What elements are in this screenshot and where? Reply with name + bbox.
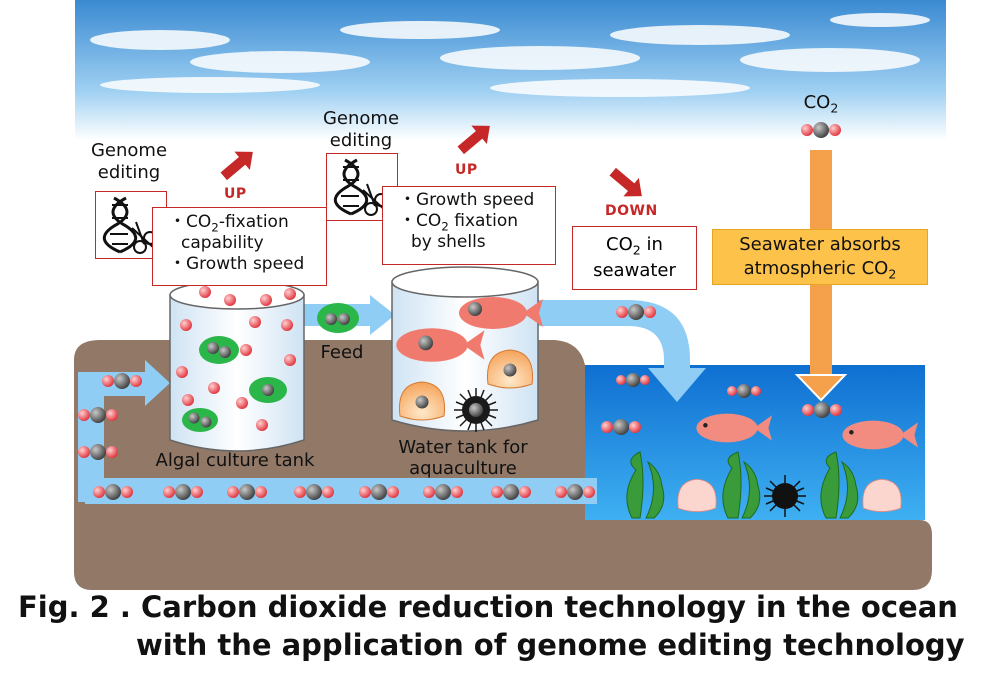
water-tank-label-line2: aquaculture: [409, 458, 517, 479]
oxygen-atoms-algal-tank: [176, 286, 296, 431]
effect-item: capability: [181, 233, 264, 253]
algae-cells: [182, 303, 359, 432]
figure-caption: Fig. 2 . Carbon dioxide reduction techno…: [18, 588, 988, 664]
co2-in-seawater-line2: seawater: [593, 260, 676, 281]
atmospheric-co2-label: CO2: [803, 92, 839, 116]
seaweed: [626, 451, 859, 519]
effect-box-aquaculture: ・Growth speed ・CO2 fixation by shells: [382, 186, 556, 265]
up-label-1: UP: [224, 186, 247, 202]
effect-item: ・CO2-fixation: [169, 212, 289, 235]
down-label: DOWN: [605, 203, 658, 219]
callout-line1: Seawater absorbs: [739, 234, 901, 255]
effect-item: ・Growth speed: [169, 254, 305, 274]
caption-line1: Fig. 2 . Carbon dioxide reduction techno…: [18, 590, 958, 624]
callout-line2: atmospheric CO2: [743, 258, 897, 282]
feed-label: Feed: [320, 342, 364, 363]
sky: [75, 0, 946, 140]
co2-molecules: [78, 122, 842, 500]
effect-item: ・CO2 fixation: [399, 211, 518, 234]
water-tank-label: Water tank for aquaculture: [388, 437, 538, 479]
effect-box-algae: ・CO2-fixation capability ・Growth speed: [152, 207, 327, 286]
caption-line2: with the application of genome editing t…: [136, 628, 965, 662]
algal-culture-tank-label: Algal culture tank: [155, 450, 315, 471]
genome-editing-label-1: Genome editing: [90, 140, 168, 183]
up-arrow-2: [457, 125, 490, 155]
up-arrow-1: [220, 151, 253, 181]
clouds: [90, 13, 930, 97]
sea-urchins: [454, 388, 806, 517]
effect-item: ・Growth speed: [399, 190, 535, 210]
water-tank-label-line1: Water tank for: [398, 437, 528, 458]
seawater-absorbs-callout: Seawater absorbs atmospheric CO2: [712, 229, 928, 285]
red-sea-bream-fish: [396, 297, 918, 450]
down-arrow: [609, 167, 642, 197]
genome-editing-label-2: Genome editing: [322, 108, 400, 151]
effect-item: by shells: [411, 232, 486, 252]
up-label-2: UP: [455, 162, 478, 178]
co2-in-seawater-line1: CO2 in: [606, 234, 663, 258]
co2-in-seawater-box: CO2 in seawater: [572, 226, 697, 290]
scallop-shells: [398, 349, 902, 513]
